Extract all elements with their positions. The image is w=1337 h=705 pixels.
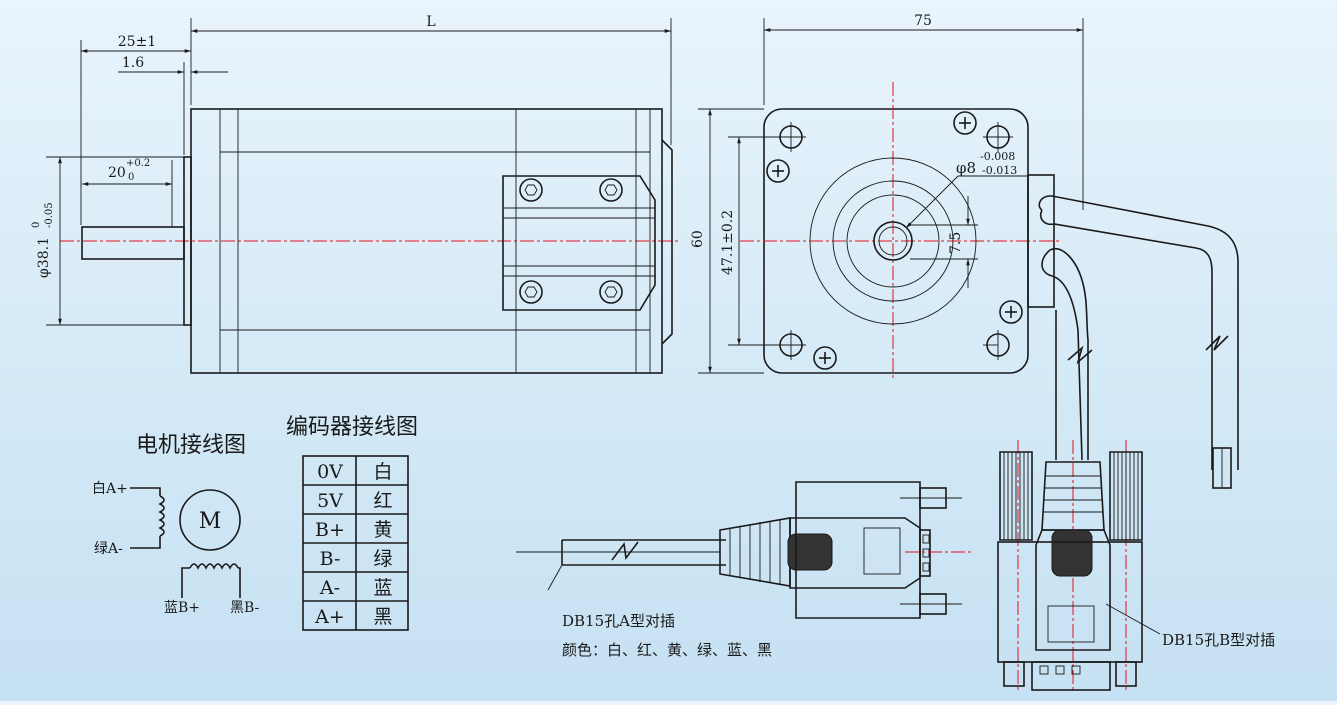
table-signal: B- [320,548,341,570]
motor-wiring-title: 电机接线图 [136,433,246,458]
thumb-screw-icon [999,451,1143,541]
table-signal: A- [319,577,340,599]
dim-length-label: L [426,14,435,30]
cables [1038,195,1239,489]
front-view: 75 60 47.1±0.2 φ8 -0.008 -0.013 7.5 [690,13,1084,380]
coil-a-minus-label: 绿A- [94,541,123,557]
table-signal: A+ [314,606,345,628]
motor-symbol: M [199,509,222,534]
dim-square-size: 60 [690,230,706,248]
table-signal: 5V [317,490,343,512]
table-color: 黄 [373,519,392,541]
db15-connector-b: DB15孔B型对插 [997,440,1275,691]
table-color: 蓝 [373,577,392,599]
dim-pilot-tol-upper: 0 [31,222,42,228]
coil-a-plus-label: 白A+ [92,481,128,497]
connector-a-colors: 颜色：白、红、黄、绿、蓝、黑 [562,641,772,659]
dim-shaft-diameter: φ8 [956,159,976,177]
dim-shaft-tol-upper: -0.008 [980,150,1015,163]
dim-flat-depth: 7.5 [948,232,964,254]
dim-flat-tol-lower: 0 [128,172,134,183]
coil-b-plus-label: 蓝B+ [164,600,200,616]
socket-screw-icon [519,178,623,304]
connector-a-label: DB15孔A型对插 [562,612,675,630]
dim-shaft-tol-lower: -0.013 [982,164,1017,177]
dim-flange-thickness: 1.6 [122,55,144,71]
table-color: 绿 [373,548,392,570]
encoder-wiring-title: 编码器接线图 [286,415,418,440]
side-view: L 25±1 1.6 20 +0.2 0 φ38.1 0 -0.05 [31,14,680,374]
dim-pilot-tol-lower: -0.05 [44,202,55,228]
table-color: 红 [373,490,392,512]
connector-b-label: DB15孔B型对插 [1162,631,1275,649]
motor-wiring-diagram: 电机接线图 M 白A+ 绿A- 蓝B+ 黑B- [92,433,260,616]
dim-flat-tol-upper: +0.2 [126,158,150,169]
dim-hole-spacing: 47.1±0.2 [720,210,736,275]
dim-flat-length: 20 [108,165,126,181]
dim-pilot-diameter: φ38.1 [36,237,52,278]
encoder-wiring-table: 编码器接线图 0V 白 5V 红 B+ 黄 B- 绿 A- 蓝 A+ 黑 [286,415,418,631]
db15-connector-a: DB15孔A型对插 颜色：白、红、黄、绿、蓝、黑 [516,481,972,659]
phillips-screw-icon [766,111,1023,370]
table-signal: 0V [317,461,343,483]
dim-front-width: 75 [914,13,932,29]
table-signal: B+ [315,519,345,541]
table-color: 黑 [373,606,392,628]
dim-shaft-length: 25±1 [118,34,156,50]
table-color: 白 [373,461,392,483]
coil-b-minus-label: 黑B- [230,600,260,616]
